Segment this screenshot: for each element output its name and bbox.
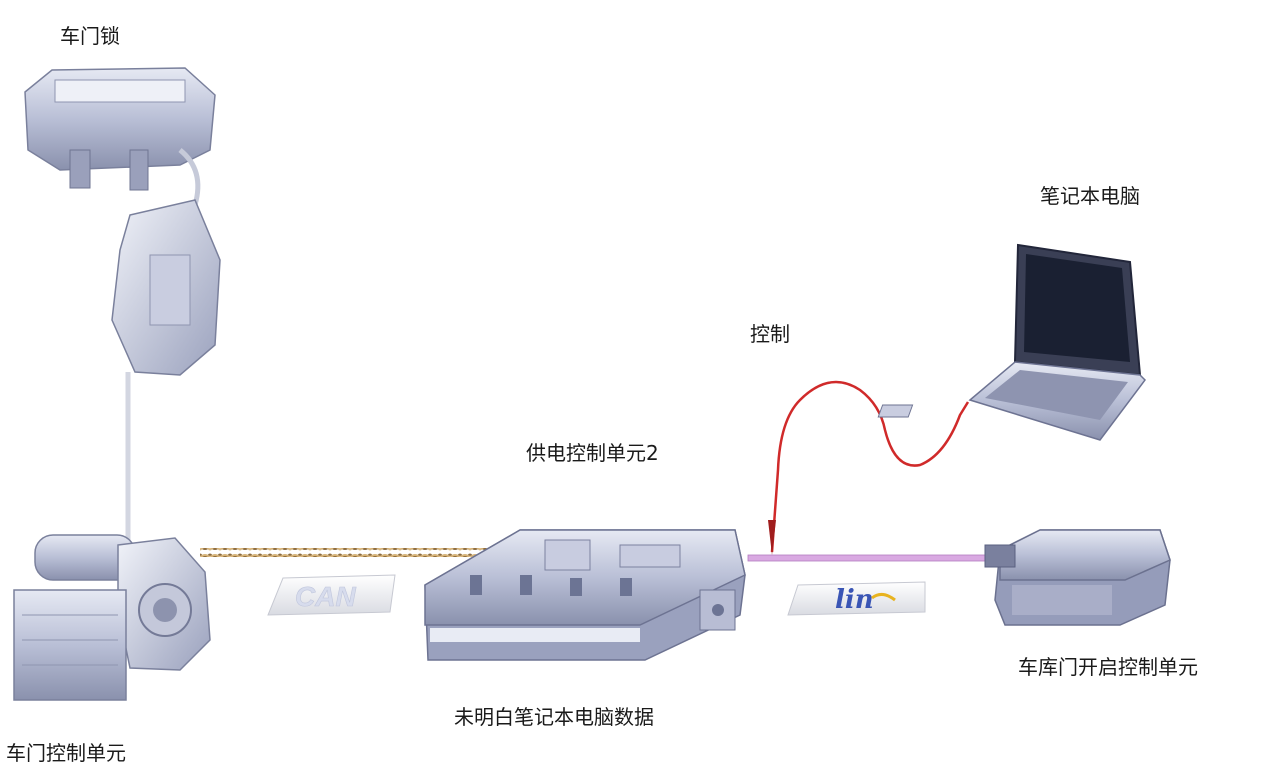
door-lock-component (24, 67, 216, 206)
door-control-unit-component (13, 534, 211, 701)
lin-bus-wire (747, 554, 989, 562)
probe-wire (770, 380, 970, 553)
laptop-label: 笔记本电脑 (1040, 184, 1140, 208)
can-bus-wire (200, 548, 490, 557)
control-label: 控制 (750, 322, 790, 346)
garage-door-unit-label: 车库门开启控制单元 (1018, 655, 1198, 679)
door-module-component (111, 199, 221, 545)
door-lock-label: 车门锁 (60, 24, 120, 48)
lin-tag-text: lin (835, 585, 874, 615)
garage-door-unit-component (984, 529, 1171, 626)
lin-bus-tag: lin (787, 581, 926, 616)
door-control-unit-label: 车门控制单元 (6, 741, 126, 765)
power-control-unit-component (424, 529, 746, 661)
can-bus-tag: CAN (267, 574, 396, 616)
power-control-unit-label: 供电控制单元2 (526, 441, 659, 465)
laptop-component (877, 243, 1146, 441)
probe-tip (768, 520, 776, 555)
can-tag-text: CAN (295, 581, 356, 612)
laptop-data-label: 未明白笔记本电脑数据 (454, 705, 654, 729)
